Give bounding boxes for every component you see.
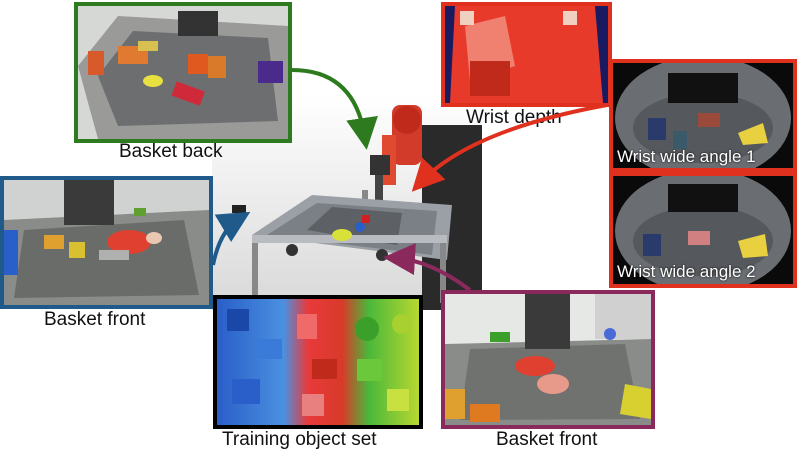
training-object-set-image bbox=[213, 295, 423, 429]
wrist-wide-angle-2-image: Wrist wide angle 2 bbox=[609, 172, 797, 288]
basket-back-image bbox=[74, 2, 292, 143]
wrist-wide-angle-1-label: Wrist wide angle 1 bbox=[617, 147, 756, 166]
training-objects-label: Training object set bbox=[222, 429, 377, 450]
basket-front-right-label: Basket front bbox=[496, 429, 598, 450]
wrist-depth-label: Wrist depth bbox=[466, 107, 562, 128]
wrist-wide-angle-2-label: Wrist wide angle 2 bbox=[617, 262, 756, 281]
wrist-wide-angle-1-image: Wrist wide angle 1 bbox=[609, 59, 797, 172]
basket-front-right-image bbox=[441, 290, 655, 429]
basket-back-label: Basket back bbox=[119, 141, 223, 162]
wrist-depth-image bbox=[441, 2, 612, 107]
basket-front-left-label: Basket front bbox=[44, 309, 146, 330]
basket-front-left-image bbox=[0, 176, 213, 309]
